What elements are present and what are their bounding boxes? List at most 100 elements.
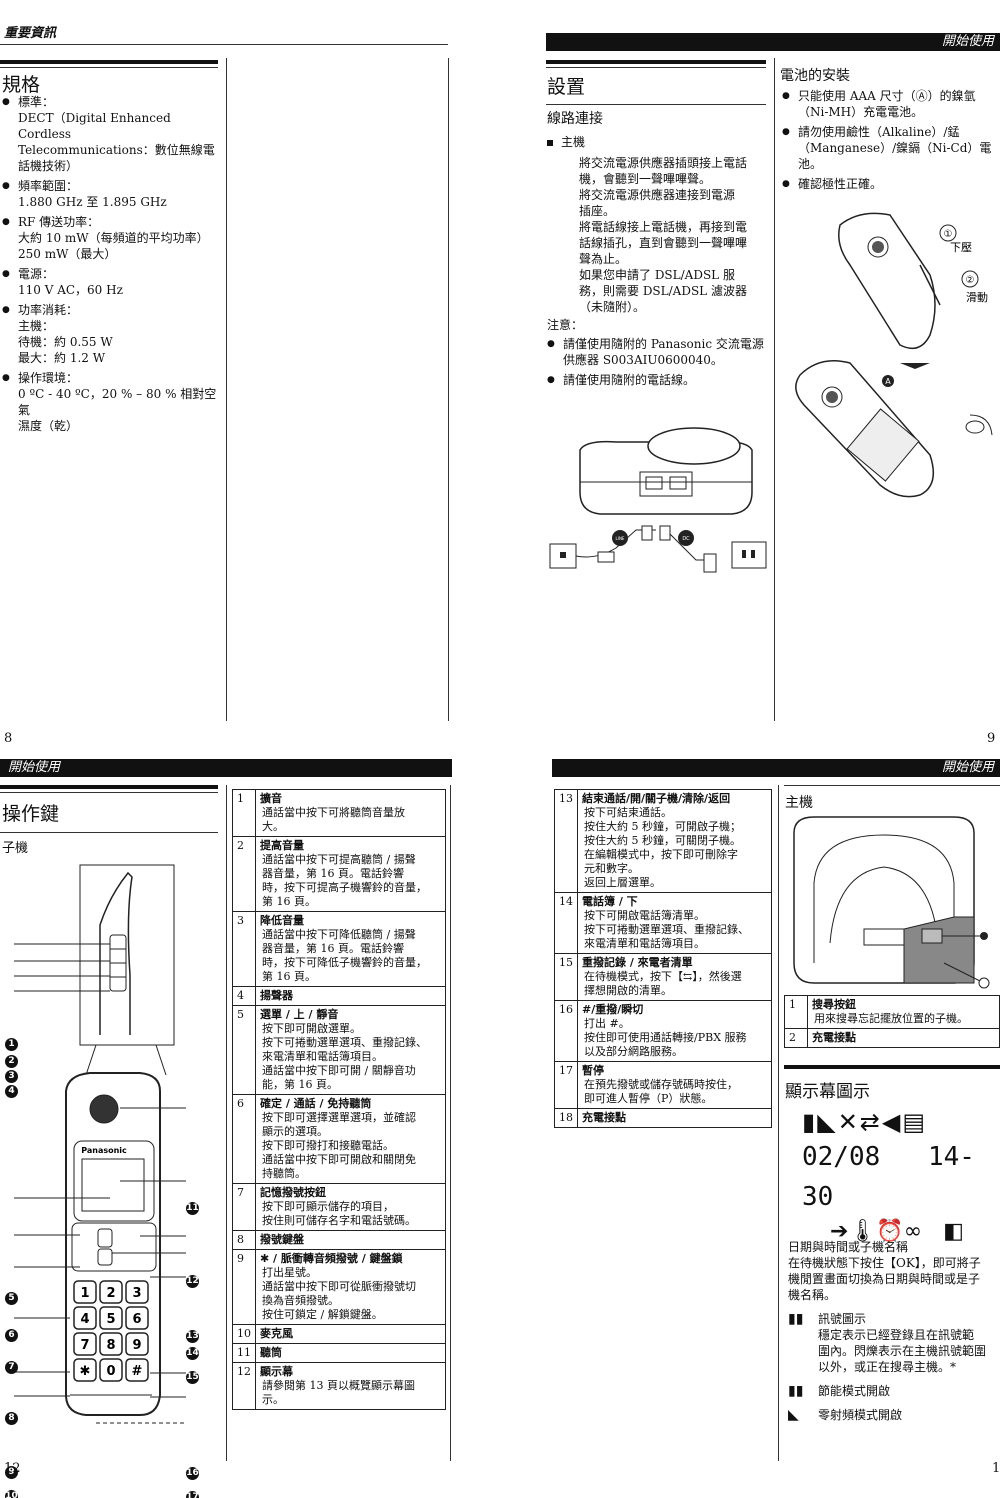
key-desc: 來電清單和電話簿項目。 (584, 937, 705, 950)
key-cell: 結束通話/開/關子機/清除/返回按下可結束通話。按住大約 5 秒鐘，可開啟子機；… (577, 789, 772, 893)
keypad-key (125, 1332, 149, 1356)
base-unit-illustration (793, 816, 990, 989)
battery-install-illustration: ① 下壓 ② 滑動 A (795, 212, 993, 498)
line-label: LINE (616, 536, 625, 541)
keypad-key-label: 6 (132, 1312, 141, 1327)
key-number: 1 (232, 789, 256, 837)
key-desc: 元和數字。 (584, 862, 639, 875)
key-name: 撥號鍵盤 (260, 1233, 304, 1246)
spec-value: 大約 10 mW（每頻道的平均功率） (18, 231, 209, 245)
key-desc: 第 16 頁。 (262, 970, 316, 983)
leaf-icon: ◣ (817, 1108, 838, 1136)
spec-label: 功率消耗： (18, 303, 79, 317)
key-desc: 按下即可選擇選單選項，並確認 (262, 1111, 416, 1124)
key-desc: 時，按下可降低子機響鈴的音量， (262, 956, 427, 969)
icon-legend-row: ▮▮節能模式開啟 (788, 1383, 1000, 1399)
callout-number: 15 (186, 1371, 199, 1384)
spec-label: RF 傳送功率： (18, 215, 100, 229)
key-cell: 充電接點 (577, 1108, 772, 1128)
keypad-key (73, 1306, 97, 1330)
page-9: 開始使用 設置 線路連接 主機 將交流電源供應器插頭接上電話機，會聽到一聲嗶嗶聲… (530, 0, 1000, 749)
page-header-bar: 開始使用 (546, 33, 1000, 51)
icon-legend-row: ▮▮訊號圖示穩定表示已經登錄且在訊號範圍內。閃爍表示在主機訊號範圍以外，或正在搜… (788, 1311, 1000, 1375)
spec-value: 主機： (18, 319, 55, 333)
keypad-key (99, 1332, 123, 1356)
brand-label: Panasonic (81, 1146, 127, 1155)
keypad-key-label: 1 (80, 1286, 89, 1301)
key-desc: 擇想開啟的清單。 (584, 984, 672, 997)
keypad-key-label: 4 (80, 1312, 89, 1327)
icon-legend-row: ◣零射頻模式開啟 (788, 1407, 1000, 1423)
key-cell: 選單 / 上 / 靜音按下即可開啟選單。按下可捲動選單選項、重撥記錄、來電清單和… (255, 1005, 446, 1095)
callout-number: 2 (5, 1055, 18, 1068)
paragraph-line: 將交流電源供應器連接到電源 (579, 188, 736, 202)
icon-legend-text: 訊號圖示穩定表示已經登錄且在訊號範圍內。閃爍表示在主機訊號範圍以外，或正在搜尋主… (818, 1311, 986, 1375)
battery-item: 確認極性正確。 (782, 176, 992, 192)
key-desc: 在編輯模式中，按下即可刪除字 (584, 848, 738, 861)
note-item: 請僅使用隨附的 Panasonic 交流電源供應器 S003AIU0600040… (547, 336, 769, 368)
key-name: 確定 / 通話 / 免持聽筒 (260, 1097, 372, 1110)
key-desc: 時，按下可提高子機響鈴的音量， (262, 881, 427, 894)
base-key-number: 1 (784, 995, 808, 1029)
callout-number: 16 (186, 1467, 199, 1480)
key-cell: 撥號鍵盤 (255, 1230, 446, 1250)
signal-icon: ▮ (802, 1108, 818, 1136)
key-desc: 器音量，第 16 頁。電話鈴響 (262, 942, 404, 955)
key-desc: 以及部分網路服務。 (584, 1045, 683, 1058)
spec-label: 標準： (18, 95, 55, 109)
base-key-cell: 搜尋按鈕用來搜尋忘記擺放位置的子機。 (807, 995, 1000, 1029)
column-divider-right (450, 785, 451, 1461)
keypad-key (125, 1358, 149, 1382)
paragraph-line: 將交流電源供應器插頭接上電話 (579, 156, 748, 170)
keypad-key (99, 1358, 123, 1382)
callout-number: 12 (186, 1275, 199, 1288)
callout-number: 8 (5, 1412, 18, 1425)
icon-legend-line: 節能模式開啟 (818, 1384, 891, 1398)
key-cell: 揚聲器 (255, 986, 446, 1006)
title-rule-thin (0, 792, 218, 793)
fig-press: 下壓 (950, 241, 972, 254)
key-number: 12 (232, 1362, 256, 1410)
key-desc: 器音量，第 16 頁。電話鈴響 (262, 867, 404, 880)
column-divider (778, 785, 779, 1461)
section-subtitle: 子機 (2, 841, 29, 856)
spec-value: 最大：約 1.2 W (18, 351, 106, 365)
keypad-key-label: ✱ (80, 1364, 91, 1379)
keypad-key-label: # (132, 1364, 143, 1379)
battery-icon: ▤ (902, 1108, 928, 1136)
key-number: 11 (232, 1343, 256, 1363)
battery-item: 請勿使用鹼性（Alkaline）/錳（Manganese）/鎳鎘（Ni-Cd）電… (782, 124, 992, 172)
spec-value: 110 V AC，60 Hz (18, 283, 123, 297)
section-title: 設置 (547, 76, 586, 98)
key-row: 16#/重撥/瞬切打出 #。按住即可使用通話轉接/PBX 服務以及部分網路服務。 (554, 1000, 772, 1062)
callout-number: 10 (5, 1490, 18, 1498)
callout-number: 4 (5, 1085, 18, 1098)
page-number: 12 (4, 1461, 21, 1476)
page-8: 重要資訊 規格 標準：DECT（Digital Enhanced Cordles… (0, 0, 470, 749)
key-name: ✱ / 脈衝轉音頻撥號 / 鍵盤鎖 (260, 1252, 403, 1265)
key-desc: 通話當中按下可將聽筒音量放 (262, 806, 405, 819)
key-cell: 重撥記錄 / 來電者清單在待機模式，按下【⇆】，然後選擇想開啟的清單。 (577, 953, 772, 1001)
spec-value: 話機技術） (18, 159, 79, 173)
spec-value: 0 ºC - 40 ºC，20 % – 80 % 相對空氣 (18, 387, 217, 417)
main-unit-label: 主機 (547, 134, 585, 150)
key-name: 降低音量 (260, 914, 304, 927)
column-divider-right (448, 58, 449, 721)
page-number: 9 (987, 731, 996, 746)
spec-item: 電源：110 V AC，60 Hz (2, 266, 224, 298)
column-divider (226, 58, 227, 721)
key-desc: 按下可結束通話。 (584, 806, 672, 819)
page-title: 規格 (2, 74, 41, 96)
